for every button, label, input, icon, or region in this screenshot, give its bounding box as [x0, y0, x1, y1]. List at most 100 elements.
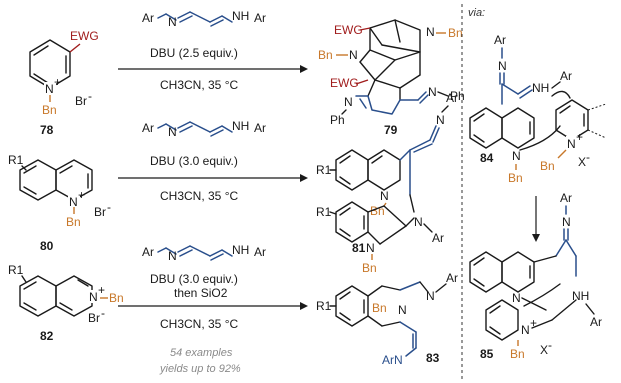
- n-plus: N: [45, 82, 54, 96]
- bn-label: Bn: [372, 301, 387, 315]
- plus-charge: +: [98, 283, 105, 297]
- reagent-nh: NH: [232, 243, 249, 257]
- reagent-ar-right: Ar: [254, 121, 266, 135]
- electron-arrow-2: [551, 90, 571, 99]
- reagent-ar-left: Ar: [142, 11, 154, 25]
- condition-row3-bottom: CH3CN, 35 °C: [160, 317, 238, 331]
- n-imine: N: [436, 113, 445, 127]
- reagent-ar-left: Ar: [142, 121, 154, 135]
- r1-top: R1: [316, 163, 332, 177]
- ph-right: Ph: [450, 89, 465, 103]
- substrate-78: EWG N + Bn Br - 78: [29, 29, 99, 137]
- arn-label: ArN: [382, 353, 403, 367]
- bn-label: Bn: [66, 215, 81, 229]
- reagent-n: N: [168, 15, 177, 29]
- ar-label: Ar: [432, 231, 444, 245]
- electron-arrow-1: [519, 125, 561, 151]
- counterion: Br: [94, 205, 106, 219]
- n-top: N: [498, 59, 507, 73]
- reagent-nh: NH: [232, 119, 249, 133]
- n-quinoline: N: [512, 291, 521, 305]
- bn-label: Bn: [109, 291, 124, 305]
- minus-charge: -: [107, 200, 111, 214]
- product-79: EWG N Bn Bn N EWG N Ph N Ph 79: [318, 19, 465, 137]
- reagent-nh: NH: [232, 9, 249, 23]
- nh: NH: [572, 289, 589, 303]
- reagent-row1: Ar N NH Ar: [142, 9, 266, 29]
- condition-row3-mid: then SiO2: [174, 286, 228, 300]
- r1-bottom: R1: [316, 205, 332, 219]
- condition-row1-top: DBU (2.5 equiv.): [150, 46, 238, 60]
- compound-label-78: 78: [40, 123, 54, 137]
- compound-label-79: 79: [384, 123, 398, 137]
- minus-charge: -: [101, 306, 105, 320]
- ar-label: Ar: [446, 271, 458, 285]
- n-imine: N: [428, 85, 437, 99]
- compound-label-84: 84: [480, 151, 494, 165]
- product-83: R1 Bn N N Ar ArN 83: [316, 271, 458, 367]
- reagent-ar-right: Ar: [254, 245, 266, 259]
- n-plus: N: [69, 195, 78, 209]
- substrate-82: R1 N + Bn Br - 82: [8, 263, 124, 343]
- compound-label-83: 83: [426, 351, 440, 365]
- condition-row2-top: DBU (3.0 equiv.): [150, 154, 238, 168]
- counterion: Br: [75, 94, 87, 108]
- ph-left: Ph: [330, 113, 345, 127]
- nh: NH: [532, 81, 549, 95]
- n-inner: N: [398, 303, 407, 317]
- n-ar: N: [414, 215, 423, 229]
- bn-left: Bn: [318, 48, 333, 62]
- r1-label: R1: [8, 153, 24, 167]
- footnote-examples: 54 examples: [170, 347, 233, 359]
- n-top: N: [562, 215, 571, 229]
- reagent-row2: Ar N NH Ar: [142, 119, 266, 139]
- n-top: N: [380, 189, 389, 203]
- minus-charge: -: [88, 89, 92, 103]
- n-bottom: N: [366, 241, 375, 255]
- ar-label: Ar: [590, 315, 602, 329]
- counterion-x: X: [578, 155, 586, 169]
- n-plus: N: [89, 290, 98, 304]
- compound-label-80: 80: [40, 239, 54, 253]
- r1-label: R1: [8, 263, 24, 277]
- plus-charge: +: [54, 75, 61, 89]
- reagent-n: N: [168, 125, 177, 139]
- product-81: R1 N Bn N Ar R1 N Bn N Ar 81: [316, 91, 458, 275]
- intermediate-85: Ar N N N + Bn X - NH Ar 85: [469, 191, 602, 361]
- counterion: Br: [88, 311, 100, 325]
- reagent-n: N: [168, 249, 177, 263]
- ar-top: Ar: [560, 191, 572, 205]
- reagent-row3: Ar N NH Ar: [142, 243, 266, 263]
- condition-row3-top: DBU (3.0 equiv.): [150, 272, 238, 286]
- ar-imine: Ar: [446, 91, 458, 105]
- ewg-top: EWG: [334, 23, 363, 37]
- electron-arrow-3: [523, 283, 561, 307]
- r1-label: R1: [316, 299, 332, 313]
- n-plus: N: [567, 137, 576, 151]
- footnote-yields: yields up to 92%: [159, 363, 241, 375]
- n-plus: N: [521, 323, 530, 337]
- bn-top: Bn: [448, 26, 463, 40]
- compound-label-85: 85: [480, 347, 494, 361]
- n-bottom: N: [344, 95, 353, 109]
- n-outer: N: [426, 289, 435, 303]
- minus-charge: -: [586, 150, 590, 164]
- condition-row1-bottom: CH3CN, 35 °C: [160, 78, 238, 92]
- minus-charge: -: [548, 338, 552, 352]
- ewg-bottom: EWG: [330, 76, 359, 90]
- counterion-x: X: [540, 343, 548, 357]
- n-quinoline: N: [512, 149, 521, 163]
- intermediate-84: Ar N NH Ar N Bn N + Bn X - 84: [469, 33, 607, 185]
- compound-label-82: 82: [40, 329, 54, 343]
- bn-label: Bn: [510, 347, 525, 361]
- plus-charge: +: [576, 130, 583, 144]
- plus-charge: +: [530, 316, 537, 330]
- ewg-label: EWG: [70, 29, 99, 43]
- via-label: via:: [468, 7, 485, 19]
- bn-pyridinium: Bn: [540, 159, 555, 173]
- ar-top: Ar: [494, 33, 506, 47]
- condition-row2-bottom: CH3CN, 35 °C: [160, 189, 238, 203]
- ar-right: Ar: [560, 69, 572, 83]
- reagent-ar-left: Ar: [142, 245, 154, 259]
